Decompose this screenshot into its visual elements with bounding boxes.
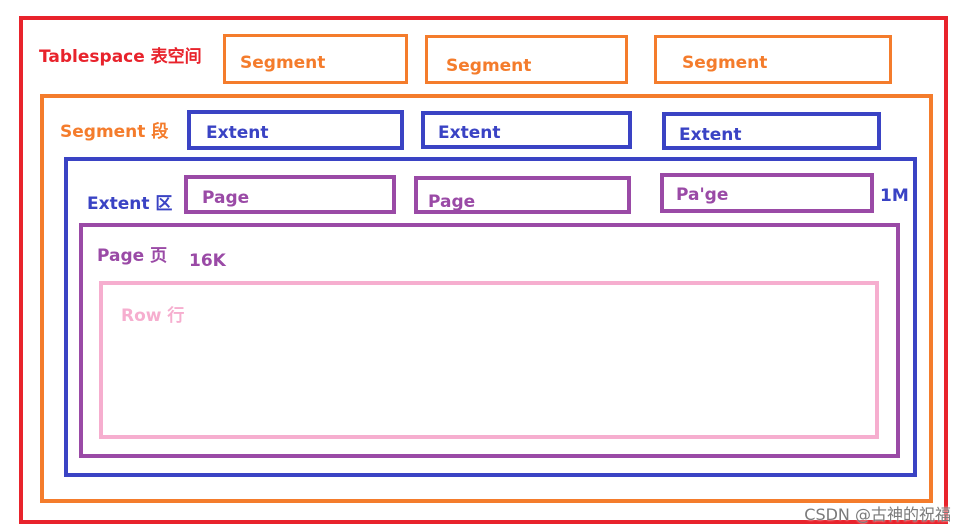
extent-chip-1: Extent [187,110,404,150]
extent-chip-label: Extent [438,123,501,143]
row-label: Row 行 [121,306,185,326]
extent-label: Extent 区 [87,194,173,214]
tablespace-label: Tablespace 表空间 [39,47,202,67]
segment-chip-3: Segment [654,35,892,84]
extent-chip-label: Extent [206,123,269,143]
page-chip-label: Page [202,188,250,208]
page-size-label: 16K [189,251,226,271]
page-box [79,223,900,458]
segment-chip-label: Segment [446,56,532,76]
segment-label: Segment 段 [60,122,169,142]
extent-box [64,157,917,477]
page-label: Page 页 [97,246,168,266]
segment-chip-label: Segment [682,53,768,73]
page-chip-3: Pa'ge [660,173,874,213]
segment-box [40,94,933,503]
segment-chip-2: Segment [425,35,628,84]
page-chip-1: Page [184,175,396,214]
page-chip-label: Pa'ge [676,185,729,205]
watermark: CSDN @古神的祝福 [804,505,951,524]
extent-chip-3: Extent [662,112,881,150]
tablespace-box [19,16,948,524]
extent-size-label: 1M [880,186,909,206]
page-chip-label: Page [428,192,476,212]
extent-chip-2: Extent [421,111,632,149]
extent-chip-label: Extent [679,125,742,145]
segment-chip-label: Segment [240,53,326,73]
segment-chip-1: Segment [223,34,408,84]
row-box [99,281,879,439]
page-chip-2: Page [414,176,631,214]
